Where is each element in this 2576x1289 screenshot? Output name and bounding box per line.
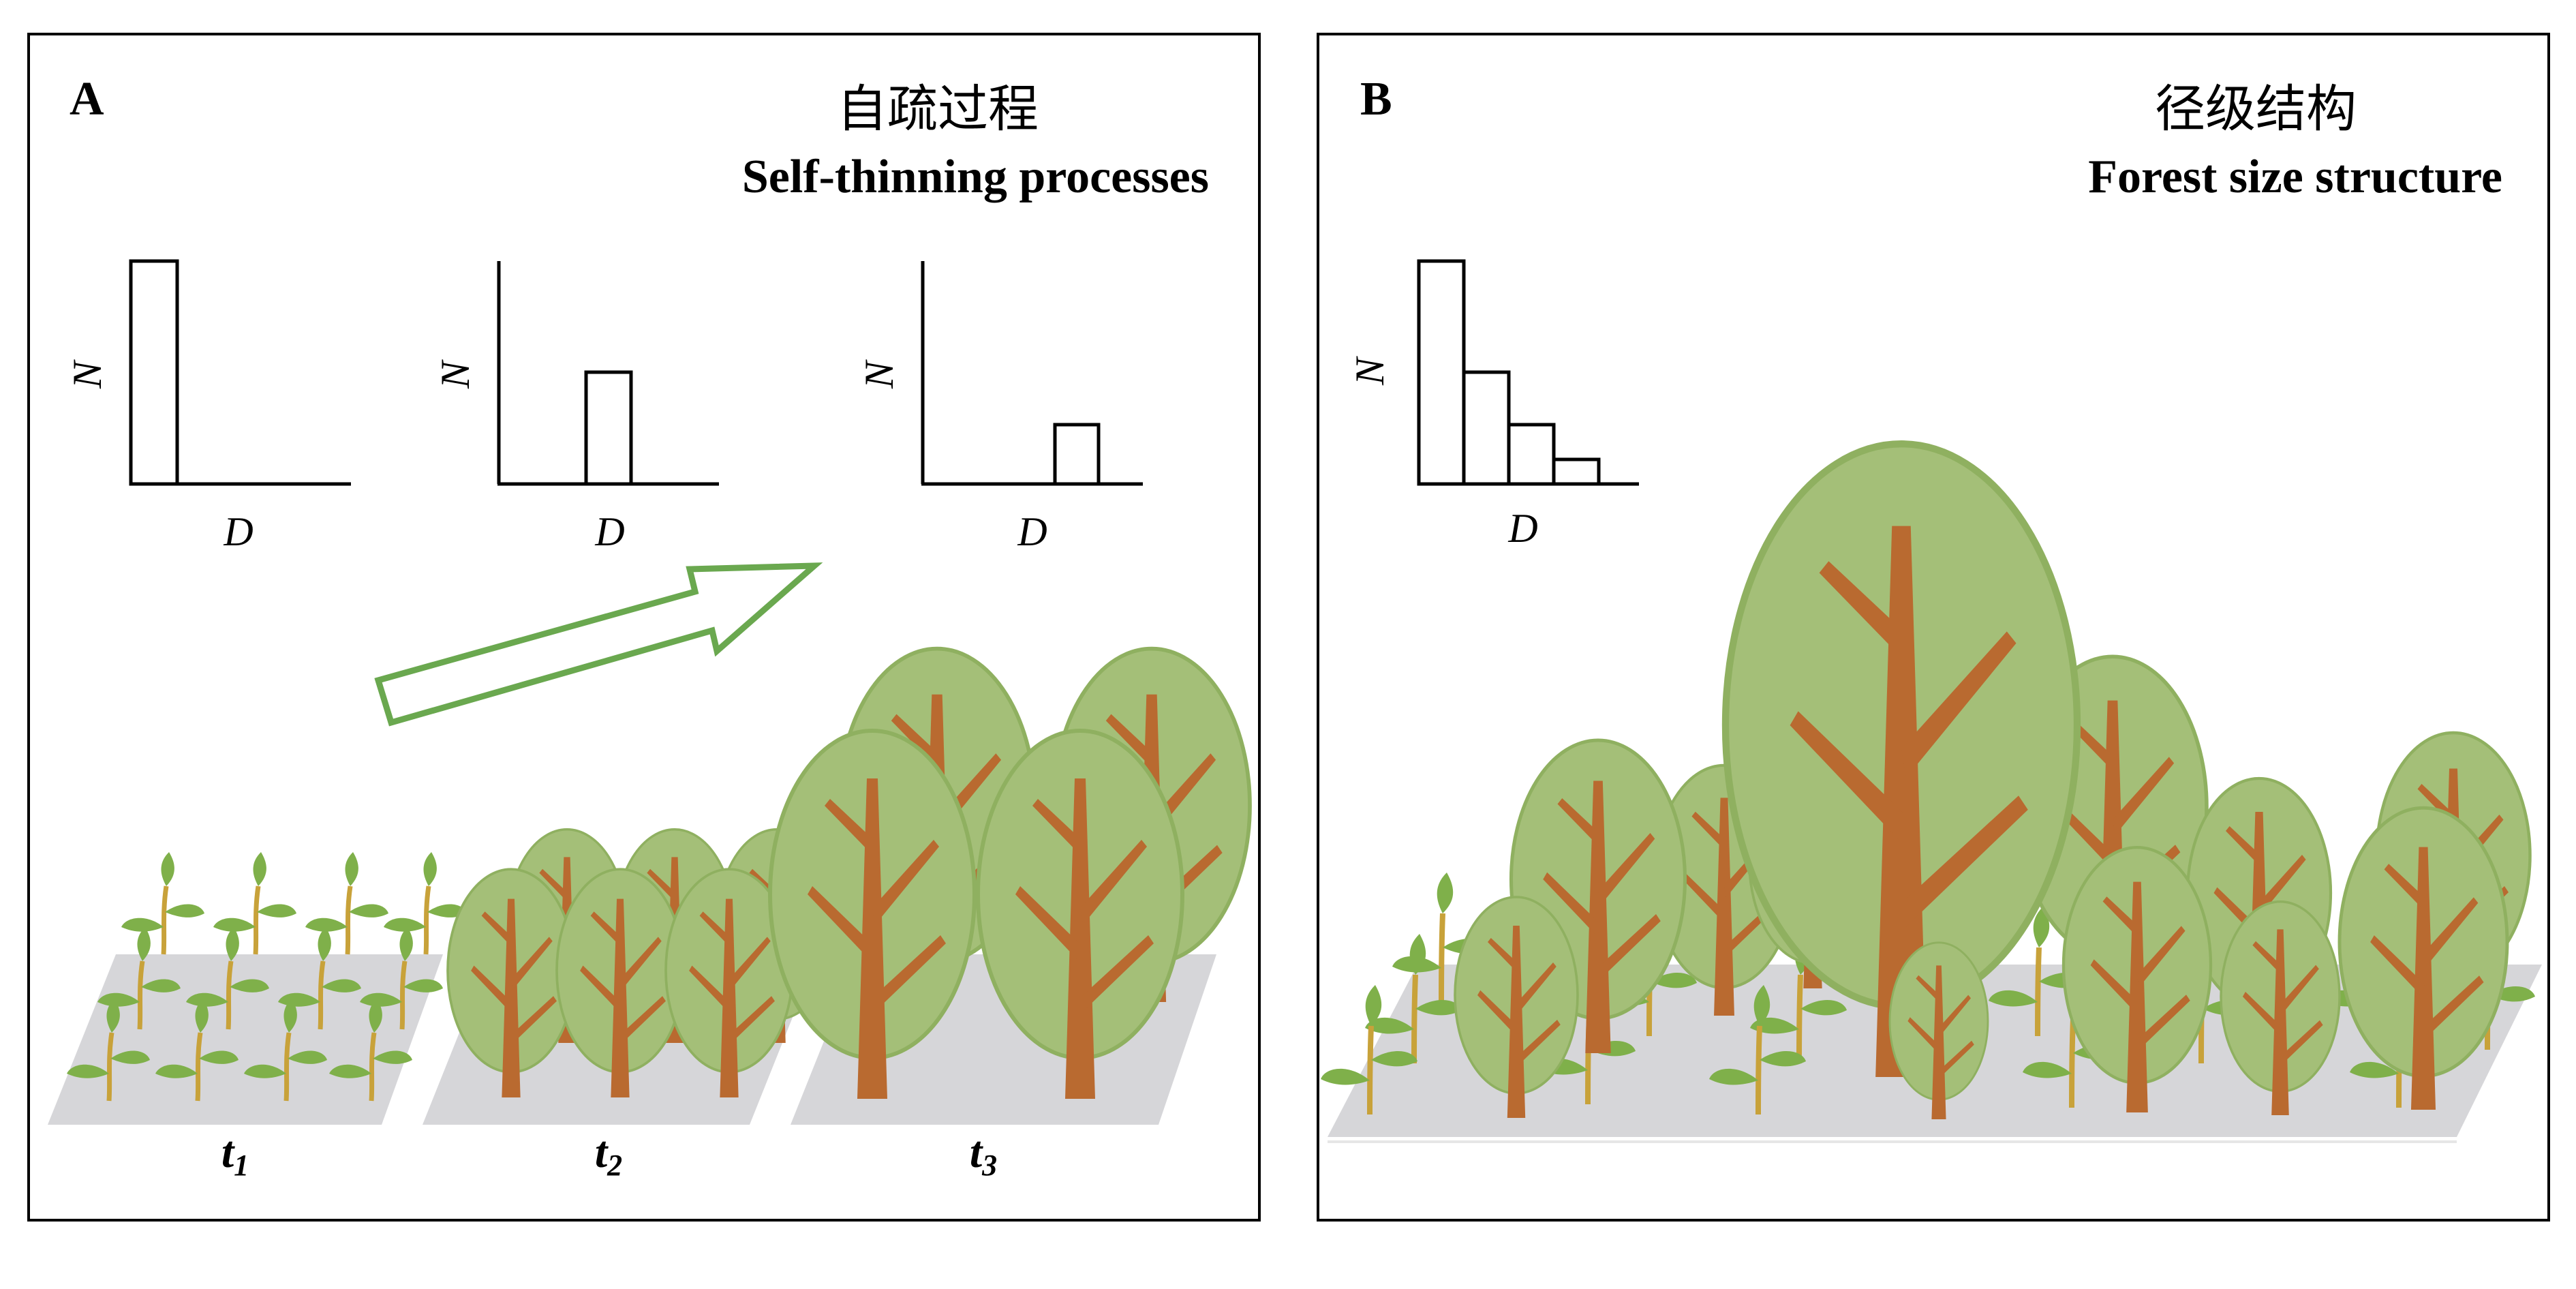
histogram-bar [129,259,179,486]
svg-text:t1: t1 [221,1127,249,1182]
axis-label-d: D [1507,506,1537,551]
panel-b: B 径级结构 Forest size structure N D [1317,33,2550,1222]
axis-label-d: D [1017,509,1047,554]
panel-b-letter: B [1360,73,1392,125]
histogram-bar [1417,259,1466,486]
panel-a-title-en: Self-thinning processes [742,151,1209,203]
axis-label-n: N [65,359,110,389]
panel-a-title-cn: 自疏过程 [837,80,1039,138]
axis-label-n: N [857,359,902,389]
ground-plot-t1 [48,954,443,1125]
histogram-bar [1462,370,1511,486]
panel-a-letter: A [70,73,104,125]
svg-text:t2: t2 [595,1127,622,1182]
panel-b-title-en: Forest size structure [2088,151,2502,203]
panel-a-frame [27,33,1261,1222]
axis-label-d: D [223,509,253,554]
panel-b-title-cn: 径级结构 [2155,80,2357,138]
histogram-b: N D [1347,259,1639,551]
panel-a: A 自疏过程 Self-thinning processes N D N D N… [27,33,1261,1222]
histogram-t2: N D [433,261,719,554]
histogram-bar [584,370,633,486]
time-label-t3: t3 [970,1127,997,1182]
time-label-t2: t2 [595,1127,622,1182]
histogram-t3: N D [857,261,1143,554]
time-arrow [374,562,823,727]
histogram-bar [1552,457,1601,486]
time-label-t1: t1 [221,1127,249,1182]
histogram-bar [1053,423,1101,486]
svg-text:t3: t3 [970,1127,997,1182]
axis-label-d: D [594,509,624,554]
panel-b-frame [1317,33,2550,1222]
histogram-bar [1507,423,1556,486]
histogram-t1: N D [65,259,351,554]
axis-label-n: N [433,359,478,389]
axis-label-n: N [1347,356,1392,386]
